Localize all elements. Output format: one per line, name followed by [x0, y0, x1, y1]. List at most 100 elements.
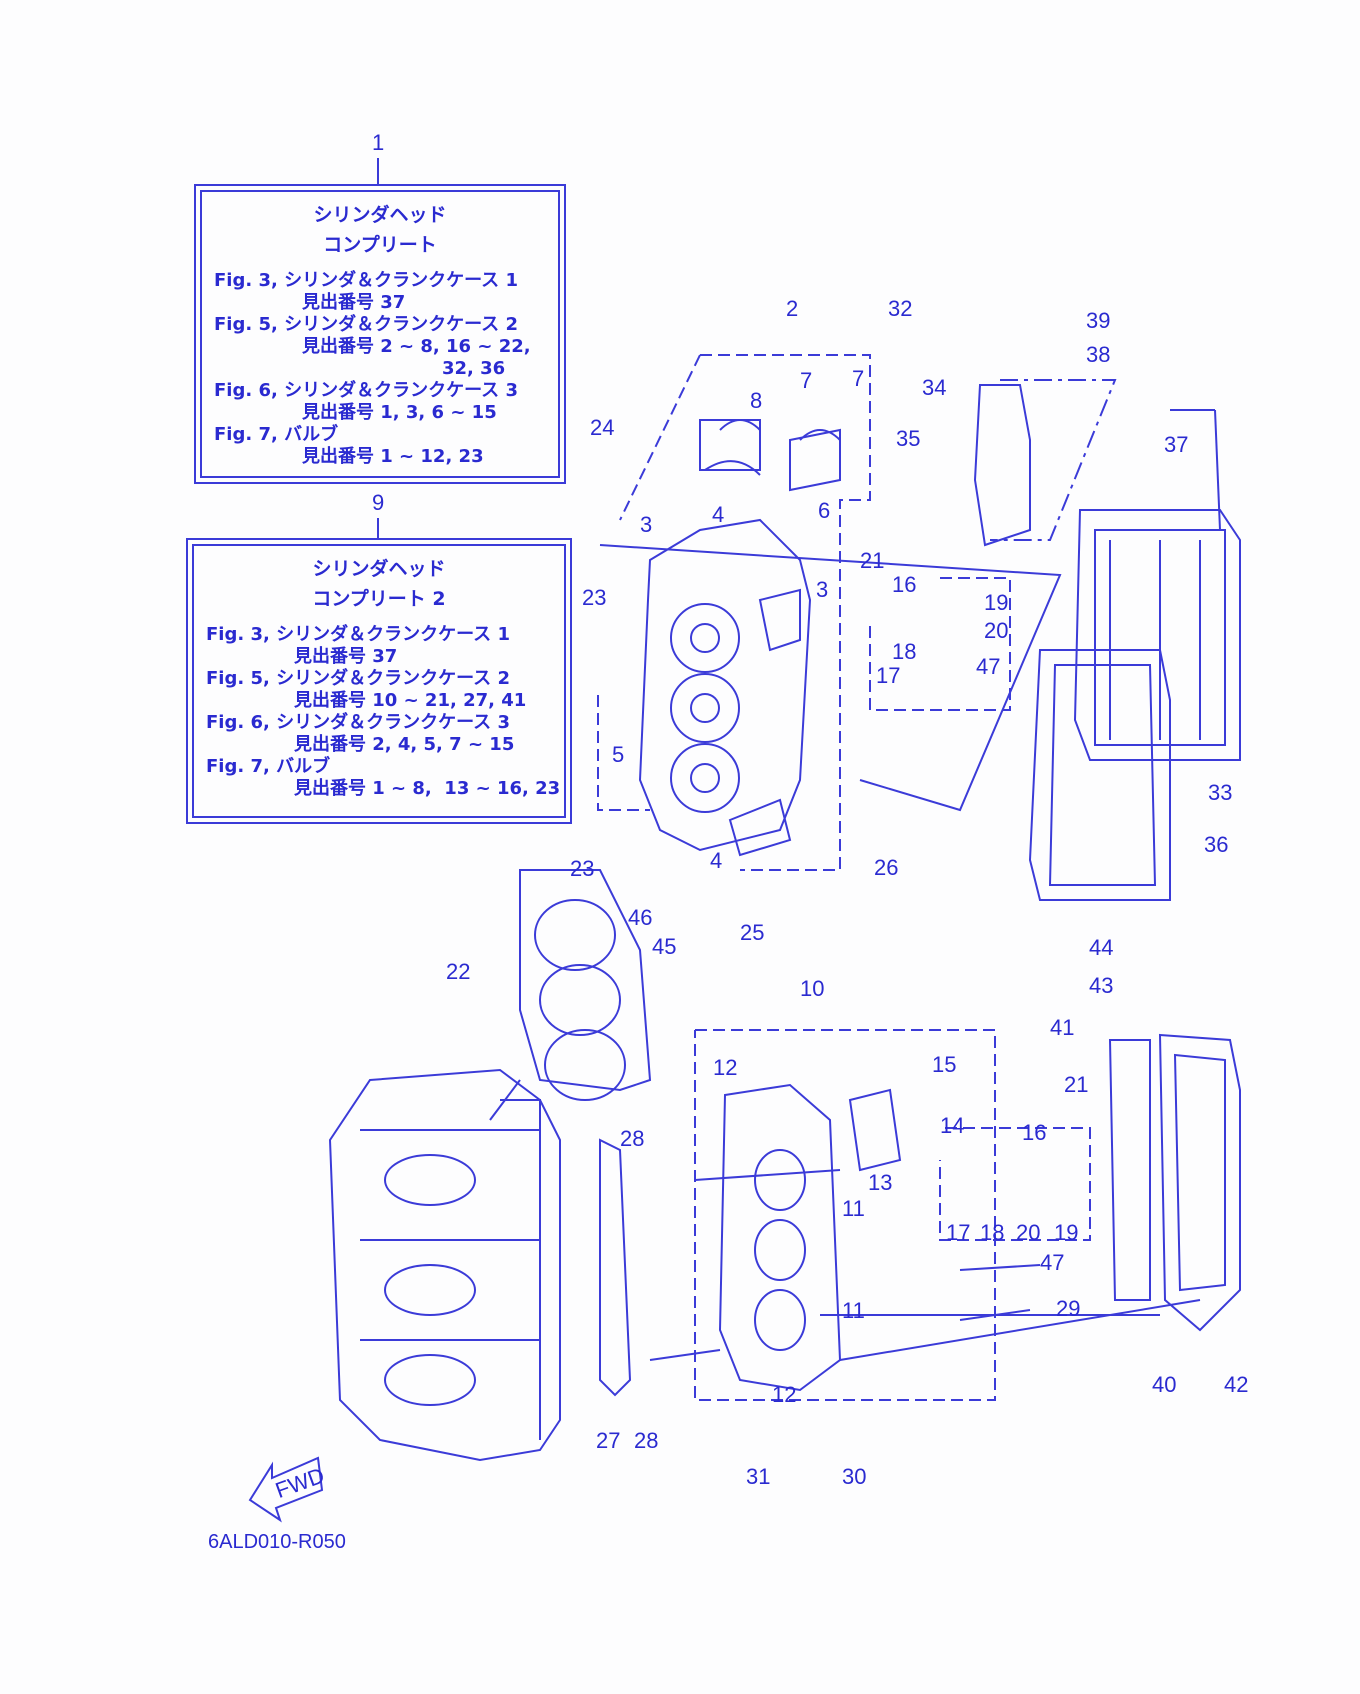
callout-number: 28 — [634, 1428, 658, 1453]
leader-line — [959, 1264, 1041, 1271]
callout-number: 8 — [750, 388, 762, 413]
callout-number: 43 — [1089, 973, 1113, 998]
callout-number: 25 — [740, 920, 764, 945]
box-line: Fig. 3, シリンダ＆クランクケース 1 — [206, 624, 510, 645]
box-line: 見出番号 1 ~ 12, 23 — [302, 446, 484, 467]
box-line: 見出番号 1, 3, 6 ~ 15 — [302, 402, 497, 423]
callout-number: 3 — [640, 512, 652, 537]
box-line: 見出番号 37 — [302, 292, 406, 313]
callout-number: 20 — [1016, 1220, 1040, 1245]
box-line: Fig. 7, バルブ — [206, 756, 331, 777]
dashed-group-16 — [869, 577, 1011, 711]
callout-number: 46 — [628, 905, 652, 930]
callout-number: 21 — [1064, 1072, 1088, 1097]
callout-number: 5 — [612, 742, 624, 767]
leader-line — [694, 1169, 841, 1181]
callout-number: 12 — [713, 1055, 737, 1080]
box-title-line1: シリンダヘッド — [312, 558, 446, 580]
callout-number: 22 — [446, 959, 470, 984]
callout-number: 16 — [1022, 1120, 1046, 1145]
callout-number: 47 — [1040, 1250, 1064, 1275]
callout-box-9: 9 — [372, 490, 384, 515]
callout-number: 24 — [590, 415, 614, 440]
callout-number: 20 — [984, 618, 1008, 643]
cylinder-head-cover-lower — [1108, 1033, 1241, 1332]
callout-number: 12 — [772, 1382, 796, 1407]
box-line: 見出番号 2 ~ 8, 16 ~ 22, — [302, 336, 531, 357]
box-line: Fig. 3, シリンダ＆クランクケース 1 — [214, 270, 518, 291]
callout-number: 23 — [582, 585, 606, 610]
dashed-group-16b — [939, 1127, 1091, 1241]
callout-number: 11 — [842, 1196, 865, 1221]
callout-number: 17 — [946, 1220, 970, 1245]
head-gasket-lower — [599, 1138, 632, 1397]
dashed-group-2 — [700, 354, 871, 871]
fwd-arrow — [248, 1456, 324, 1523]
callout-number: 38 — [1086, 342, 1110, 367]
box-line: Fig. 5, シリンダ＆クランクケース 2 — [206, 668, 510, 689]
cover-gasket-upper — [1028, 649, 1171, 901]
callout-number: 19 — [1054, 1220, 1078, 1245]
box-line: Fig. 6, シリンダ＆クランクケース 3 — [206, 712, 510, 733]
box-line: 見出番号 37 — [294, 646, 398, 667]
cylinder-head-lower — [718, 1083, 902, 1392]
callout-number: 4 — [710, 848, 722, 873]
callout-number: 6 — [818, 498, 830, 523]
callout-number: 17 — [876, 663, 900, 688]
callout-number: 33 — [1208, 780, 1232, 805]
dashed-group-10 — [694, 1029, 996, 1401]
callout-number: 7 — [852, 366, 864, 391]
callout-number: 34 — [922, 375, 946, 400]
box-line: 32, 36 — [442, 358, 506, 379]
callout-number: 18 — [892, 639, 916, 664]
callout-number: 41 — [1050, 1015, 1074, 1040]
callout-number: 14 — [940, 1113, 964, 1138]
box-title-line2: コンプリート 2 — [312, 588, 446, 610]
callout-number: 21 — [860, 548, 884, 573]
box-line: Fig. 6, シリンダ＆クランクケース 3 — [214, 380, 518, 401]
callout-number: 7 — [800, 368, 812, 393]
plate-34 — [973, 384, 1031, 547]
callout-number: 42 — [1224, 1372, 1248, 1397]
callout-number: 44 — [1089, 935, 1113, 960]
callout-number: 37 — [1164, 432, 1188, 457]
callout-number: 23 — [570, 856, 594, 881]
box-line: 見出番号 2, 4, 5, 7 ~ 15 — [294, 734, 515, 755]
box-title-line2: コンプリート — [323, 234, 437, 256]
box-line: Fig. 7, バルブ — [214, 424, 339, 445]
camshaft-caps — [704, 419, 841, 476]
callout-number: 30 — [842, 1464, 866, 1489]
box-line: Fig. 5, シリンダ＆クランクケース 2 — [214, 314, 518, 335]
callout-number: 10 — [800, 976, 824, 1001]
leader-line — [839, 1299, 1201, 1361]
callout-number: 15 — [932, 1052, 956, 1077]
callout-number: 40 — [1152, 1372, 1176, 1397]
head-gasket — [519, 869, 652, 1101]
callout-number: 19 — [984, 590, 1008, 615]
callout-number: 47 — [976, 654, 1000, 679]
callout-number: 32 — [888, 296, 912, 321]
callout-number: 16 — [892, 572, 916, 597]
leader-line — [489, 1079, 521, 1121]
callout-number: 2 — [786, 296, 798, 321]
callout-number: 35 — [896, 426, 920, 451]
dashed-group-5 — [597, 695, 650, 811]
callout-number: 18 — [980, 1220, 1004, 1245]
reference-code: 6ALD010-R050 — [208, 1531, 346, 1553]
info-box-cylinder-head-complete-2: シリンダヘッド コンプリート 2 Fig. 3, シリンダ＆クランクケース 1 … — [186, 538, 572, 824]
callout-number: 28 — [620, 1126, 644, 1151]
box-line: 見出番号 1 ~ 8, 13 ~ 16, 23 — [294, 778, 561, 799]
box-line: 見出番号 10 ~ 21, 27, 41 — [294, 690, 527, 711]
callout-number: 45 — [652, 934, 676, 959]
leader-line — [649, 1349, 721, 1361]
cylinder-block — [328, 1068, 561, 1462]
callout-number: 13 — [868, 1170, 892, 1195]
callout-number: 3 — [816, 577, 828, 602]
callout-number: 26 — [874, 855, 898, 880]
callout-box-1: 1 — [372, 130, 384, 155]
callout-number: 4 — [712, 502, 724, 527]
callout-number: 31 — [746, 1464, 770, 1489]
